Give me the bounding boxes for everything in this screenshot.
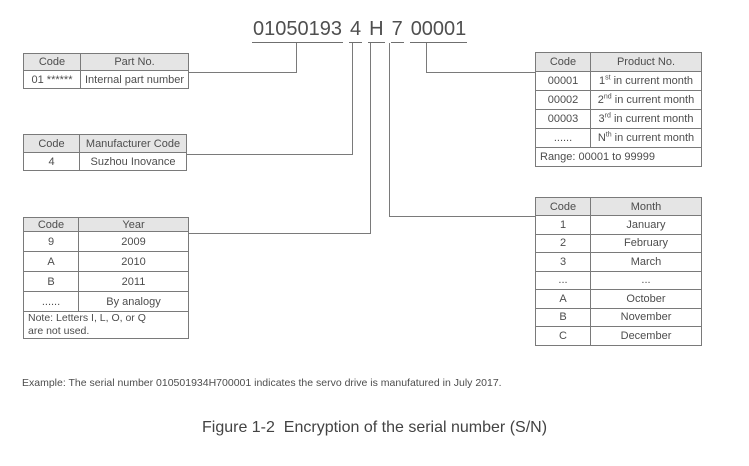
figure-caption: Figure 1-2 Encryption of the serial numb…: [201, 419, 548, 436]
table-header-cell: Month: [590, 197, 702, 216]
connector-line-year-horizontal: [188, 233, 371, 234]
table-row: ......By analogy: [23, 291, 189, 312]
table-cell: A: [23, 251, 79, 272]
table-cell: A: [535, 289, 591, 309]
serial-segment-year: H: [368, 18, 385, 43]
table-cell: 00003: [535, 109, 591, 129]
table-cell: 1: [535, 215, 591, 235]
serial-segment-product: 00001: [409, 18, 468, 43]
connector-line-manufacturer-horizontal: [187, 154, 353, 155]
table-header-cell: Code: [535, 197, 591, 216]
table-header-cell: Code: [23, 217, 79, 232]
table-header-cell: Code: [535, 52, 591, 72]
table-cell: Nth in current month: [590, 128, 702, 148]
table-cell: December: [590, 326, 702, 346]
connector-line-month-horizontal: [389, 216, 535, 217]
connector-line-part-horizontal: [188, 72, 297, 73]
table-cell: 00001: [535, 71, 591, 91]
part-no-table: Code Part No. 01 ******Internal part num…: [23, 53, 189, 89]
table-cell: ...: [535, 270, 591, 290]
table-row: Range: 00001 to 99999: [535, 147, 702, 167]
table-cell: B: [535, 307, 591, 327]
serial-segment-part: 01050193: [252, 18, 343, 43]
table-cell: 2nd in current month: [590, 90, 702, 110]
table-row: ......Nth in current month: [535, 128, 702, 148]
connector-line-year-vertical: [370, 43, 371, 233]
table-header-cell: Part No.: [80, 53, 189, 71]
table-row: 01 ******Internal part number: [23, 70, 189, 89]
table-cell: 01 ******: [23, 70, 81, 89]
table-header-cell: Code: [23, 53, 81, 71]
table-cell: January: [590, 215, 702, 235]
year-note-cell: Note: Letters I, L, O, or Q are not used…: [23, 311, 189, 339]
table-cell: 3rd in current month: [590, 109, 702, 129]
table-cell: ......: [23, 291, 79, 312]
table-cell: 00002: [535, 90, 591, 110]
table-header-cell: Code: [23, 134, 80, 153]
table-cell: ......: [535, 128, 591, 148]
table-cell: February: [590, 233, 702, 253]
table-cell: B: [23, 271, 79, 292]
table-cell: November: [590, 307, 702, 327]
table-cell: 2010: [78, 251, 189, 272]
connector-line-product-vertical: [426, 43, 427, 72]
example-text: Example: The serial number 010501934H700…: [22, 377, 502, 389]
table-cell: 2: [535, 233, 591, 253]
table-cell: Suzhou Inovance: [79, 152, 187, 171]
connector-line-manufacturer-vertical: [352, 43, 353, 154]
table-header-row: Code Manufacturer Code: [23, 134, 187, 153]
table-row: ......: [535, 270, 702, 290]
table-cell: C: [535, 326, 591, 346]
table-cell: 2011: [78, 271, 189, 292]
table-header-cell: Manufacturer Code: [79, 134, 187, 153]
table-header-row: Code Part No.: [23, 53, 189, 71]
table-cell: Internal part number: [80, 70, 189, 89]
table-cell: 4: [23, 152, 80, 171]
table-header-row: Code Product No.: [535, 52, 702, 72]
table-header-cell: Product No.: [590, 52, 702, 72]
table-cell: ...: [590, 270, 702, 290]
table-cell: 9: [23, 231, 79, 252]
serial-segment-manufacturer: 4: [348, 18, 363, 43]
connector-line-product-horizontal: [426, 72, 535, 73]
table-header-row: Code Month: [535, 197, 702, 216]
serial-segment-month: 7: [390, 18, 404, 43]
table-cell: 2009: [78, 231, 189, 252]
table-cell: 3: [535, 252, 591, 272]
connector-line-month-vertical: [389, 43, 390, 216]
connector-line-part-vertical: [296, 43, 297, 72]
table-row: Note: Letters I, L, O, or Q are not used…: [23, 311, 189, 339]
table-cell: October: [590, 289, 702, 309]
table-cell: March: [590, 252, 702, 272]
table-cell: 1st in current month: [590, 71, 702, 91]
product-range-cell: Range: 00001 to 99999: [535, 147, 702, 167]
table-header-cell: Year: [78, 217, 189, 232]
table-header-row: Code Year: [23, 217, 189, 232]
table-cell: By analogy: [78, 291, 189, 312]
